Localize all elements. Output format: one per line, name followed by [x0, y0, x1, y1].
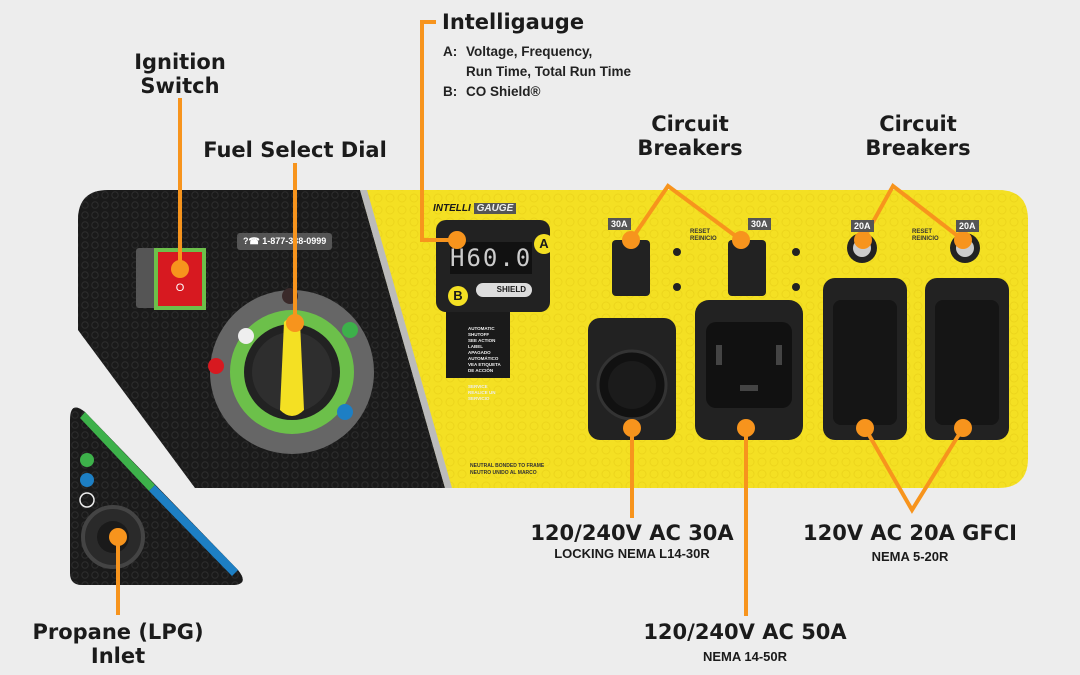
brand-b: GAUGE	[473, 203, 517, 214]
warn-text: SEE ACTION LABEL	[468, 338, 496, 349]
label-line: Breakers	[637, 136, 743, 160]
outlet-30a-label: 120/240V AC 30A	[530, 521, 734, 545]
breaker-30a-2	[728, 240, 766, 296]
callout-dot	[286, 314, 304, 332]
reset-text: RESET	[690, 229, 711, 235]
label-line: Switch	[140, 74, 220, 98]
dial-knob	[280, 318, 304, 416]
warn-text: VEA ETIQUETA DE ACCIÓN	[468, 362, 501, 373]
label-line: Circuit	[879, 112, 957, 136]
outlet-gfci-label: 120V AC 20A GFCI	[803, 521, 1017, 545]
key-b: B:	[443, 84, 458, 99]
marker-a: A	[534, 234, 554, 254]
key-b-line: CO Shield®	[466, 84, 541, 99]
intelligauge-brand: INTELLI GAUGE	[433, 203, 517, 214]
leader-line	[420, 20, 424, 242]
leader-line	[420, 238, 456, 242]
reset-text: REINICIO	[912, 236, 939, 242]
label-line: Circuit	[651, 112, 729, 136]
warn-text: AUTOMATIC SHUTOFF	[468, 326, 495, 337]
switch-off-mark: O	[175, 282, 185, 294]
breaker-rating: 30A	[608, 218, 631, 230]
reset-text: REINICIO	[690, 236, 717, 242]
breaker-30a-1	[612, 240, 650, 296]
callout-dot	[171, 260, 189, 278]
label-line: Breakers	[865, 136, 971, 160]
outlet-gfci-sub: NEMA 5-20R	[871, 549, 949, 564]
switch-indicator-strip	[136, 248, 158, 308]
reset-text: RESET	[912, 229, 933, 235]
breaker-rating: 30A	[748, 218, 771, 230]
label-line: Inlet	[90, 644, 146, 668]
key-a-line1: Voltage, Frequency,	[466, 44, 593, 59]
outlet-50a-label: 120/240V AC 50A	[643, 620, 847, 644]
neutral-text: NEUTRO UNIDO AL MARCO	[470, 470, 537, 476]
fuel-dial-label: Fuel Select Dial	[203, 138, 387, 162]
neutral-text: NEUTRAL BONDED TO FRAME	[470, 463, 545, 469]
service-text: REALICE UN SERVICIO	[468, 390, 496, 401]
phone-icon: ?☎	[243, 236, 263, 246]
key-a-line2: Run Time, Total Run Time	[466, 64, 632, 79]
breaker-rating: 20A	[851, 220, 874, 232]
brand-a: INTELLI	[433, 203, 471, 214]
propane-inlet-label: Propane (LPG)Inlet	[23, 620, 213, 668]
leader-line	[293, 163, 297, 323]
outlet-50a-sub: NEMA 14-50R	[702, 649, 788, 664]
label-line: Ignition	[134, 50, 226, 74]
outlet-30a-sub: LOCKING NEMA L14-30R	[554, 546, 710, 561]
callout-dot	[448, 231, 466, 249]
intelligauge-label: Intelligauge	[442, 10, 585, 34]
leader-line	[420, 20, 436, 24]
co-shield-badge: SHIELD	[476, 283, 532, 297]
gauge-display: H60.0	[450, 242, 533, 274]
marker-b: B	[448, 286, 468, 306]
label-line: Propane (LPG)	[32, 620, 204, 644]
key-a: A:	[443, 44, 458, 59]
breaker-rating: 20A	[956, 220, 979, 232]
leader-line	[178, 98, 182, 268]
warn-text: APAGADO AUTOMÁTICO	[468, 350, 499, 361]
service-text: SERVICE	[468, 384, 488, 389]
